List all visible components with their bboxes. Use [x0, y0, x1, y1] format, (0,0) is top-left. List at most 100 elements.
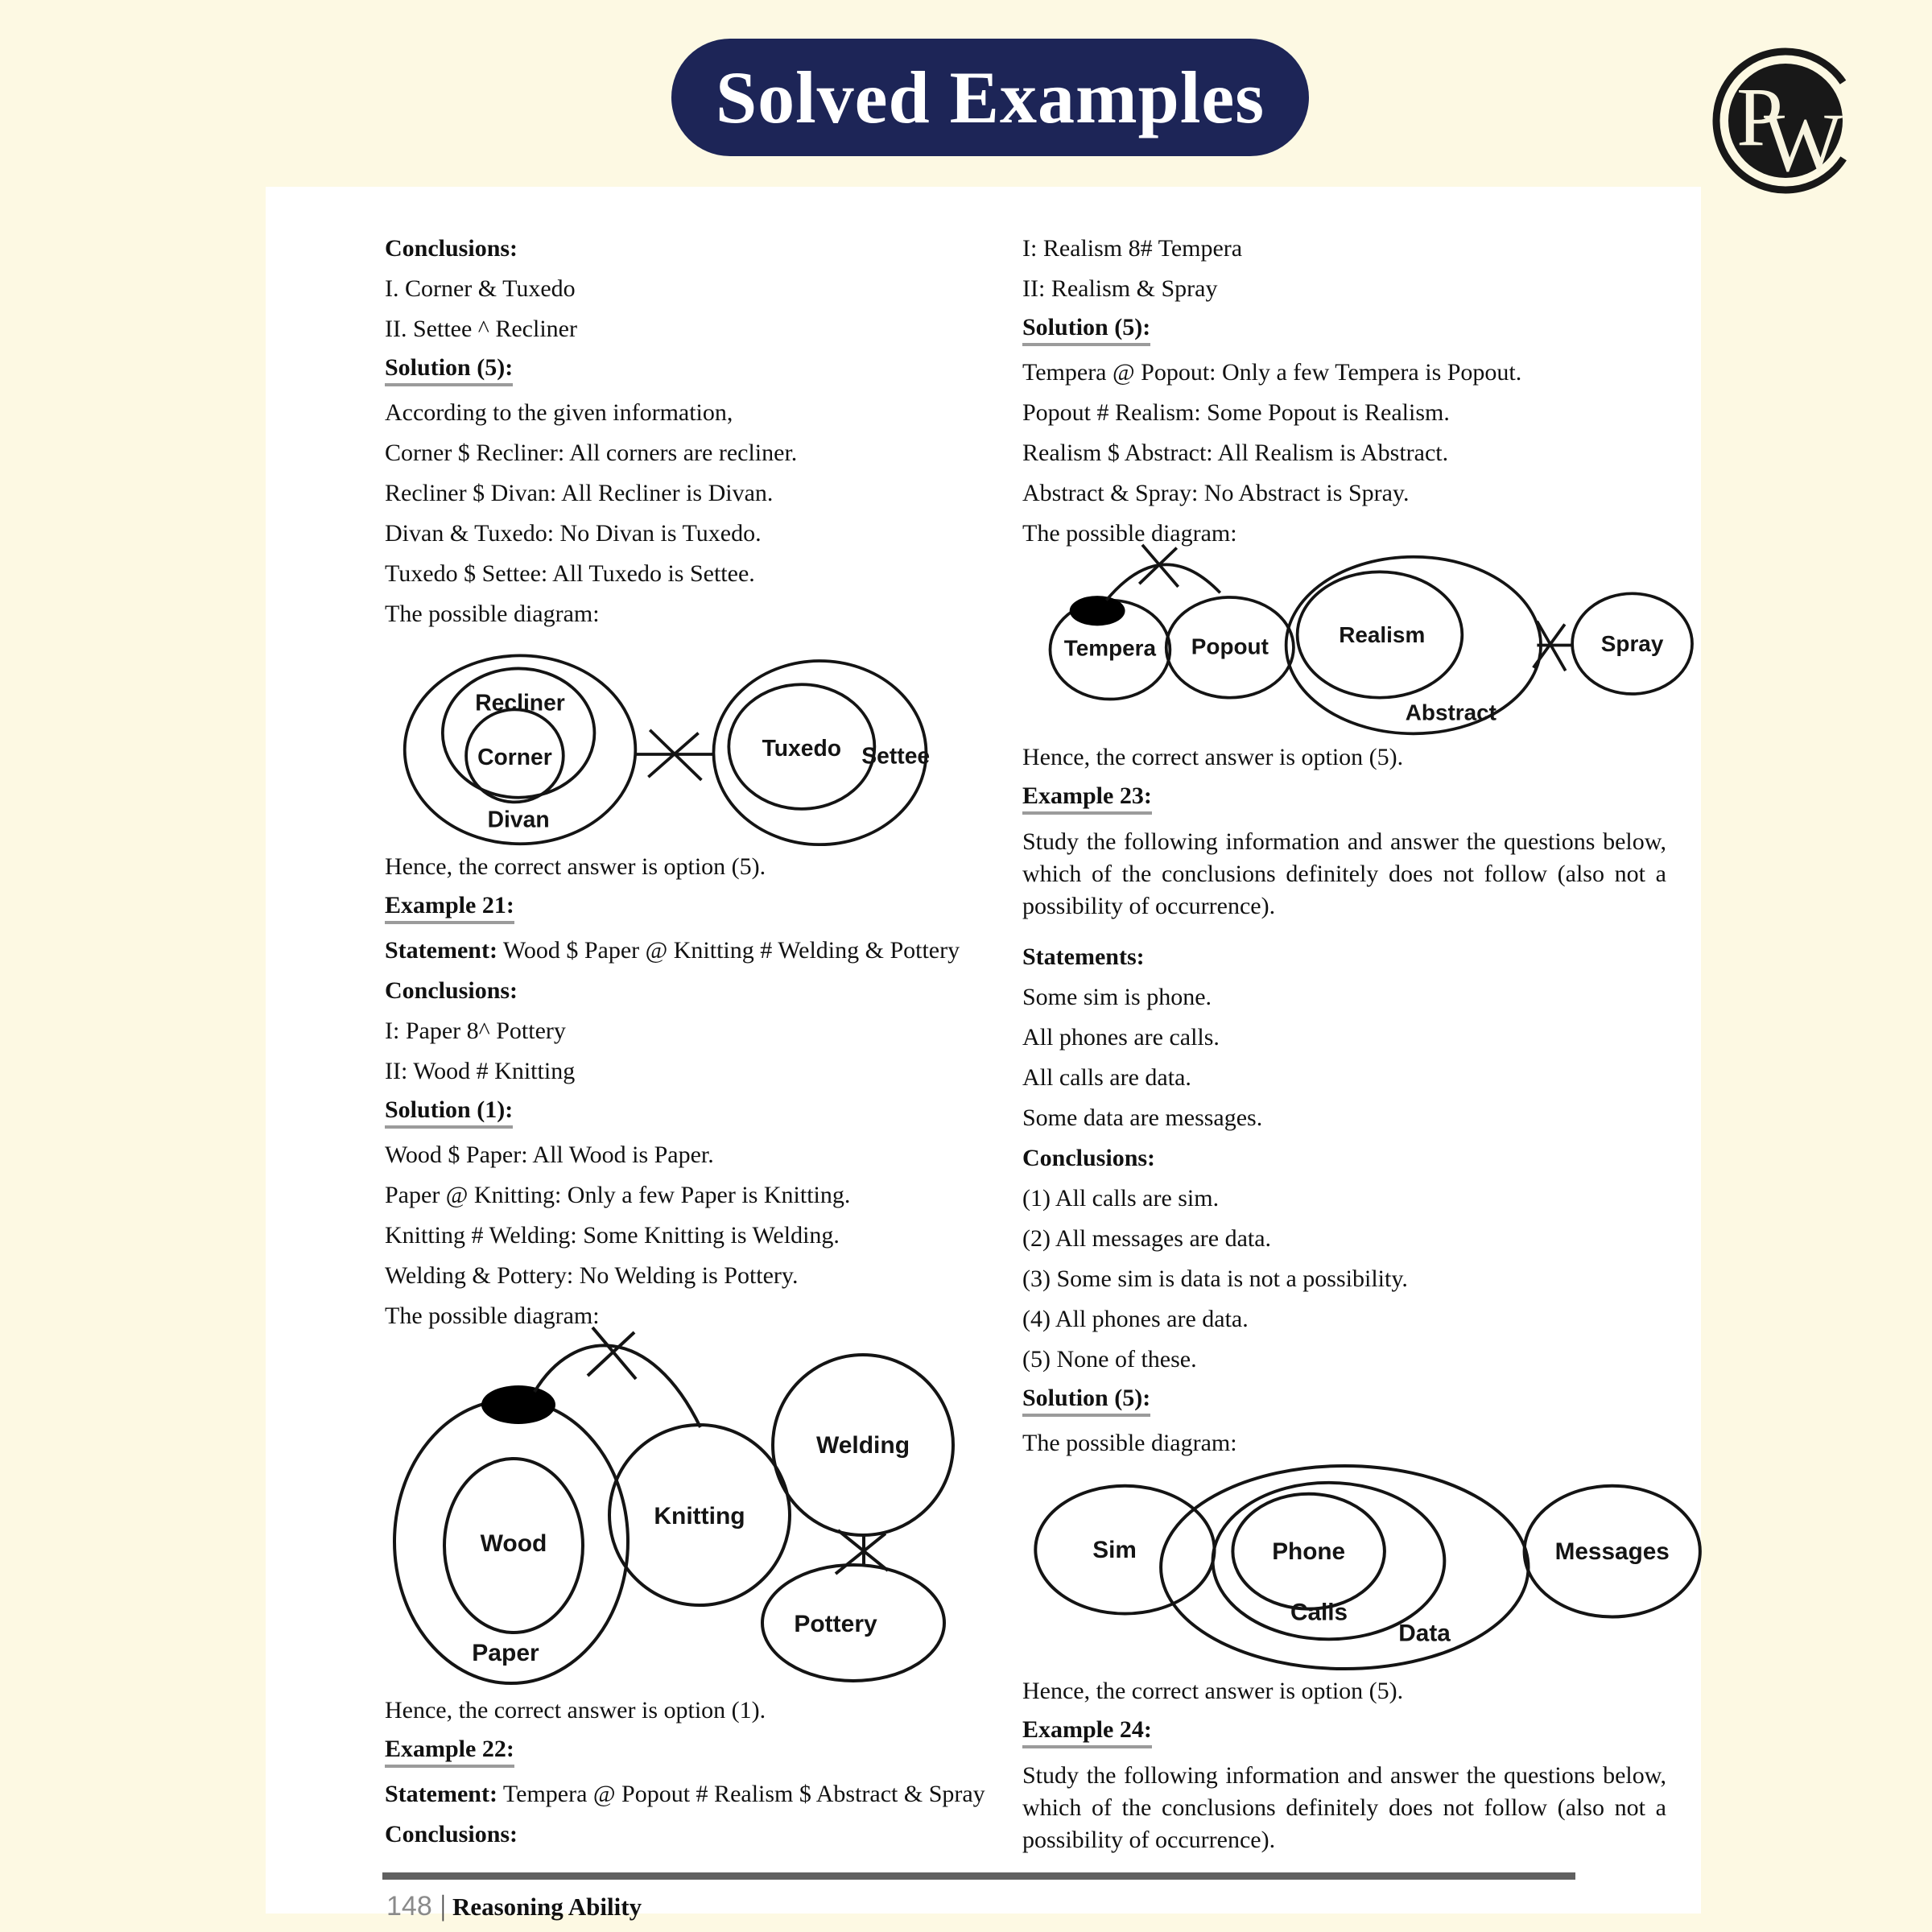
step-line: Realism $ Abstract: All Realism is Abstr…: [1022, 440, 1449, 466]
cross-mark: [1141, 543, 1180, 588]
hence-line: Hence, the correct answer is option (5).: [1022, 744, 1404, 770]
logo-letter-w: W: [1764, 97, 1843, 189]
statement-label: Statement:: [385, 937, 497, 964]
conclusion-line: I: Realism 8# Tempera: [1022, 235, 1243, 262]
diagram1-label-corner: Corner: [477, 744, 552, 770]
diagram1-label-settee: Settee: [861, 742, 930, 768]
example-heading: Example 23:: [1022, 778, 1666, 821]
conclusion-line: I. Corner & Tuxedo: [385, 275, 576, 302]
logo-letter-p: P: [1736, 71, 1783, 163]
conclusion-line: II: Realism & Spray: [1022, 275, 1218, 302]
hence-line: Hence, the correct answer is option (5).: [1022, 1678, 1404, 1704]
step-line: Wood $ Paper: All Wood is Paper.: [385, 1141, 714, 1168]
diagram3-label-abstract: Abstract: [1406, 700, 1496, 725]
diagram3-label-spray: Spray: [1601, 631, 1664, 656]
example-heading: Example 24:: [1022, 1711, 1666, 1755]
statement-label: Statement:: [385, 1781, 497, 1807]
option-line: (2) All messages are data.: [1022, 1225, 1272, 1252]
cross-mark: [834, 1532, 887, 1575]
diagram3-label-realism: Realism: [1339, 622, 1425, 647]
option-line: (5) None of these.: [1022, 1346, 1197, 1373]
step-line: Knitting # Welding: Some Knitting is Wel…: [385, 1222, 840, 1249]
statement-line: All calls are data.: [1022, 1064, 1191, 1091]
venn-diagram-divan-settee: Recliner Corner Divan Tuxedo Settee: [402, 654, 930, 847]
hence-line: Hence, the correct answer is option (5).: [385, 853, 766, 880]
header-banner: Solved Examples: [671, 39, 1309, 156]
statements-heading: Statements:: [1022, 943, 1145, 970]
page-title: Solved Examples: [715, 56, 1265, 138]
cross-mark: [1137, 547, 1179, 585]
example-heading: Example 21:: [385, 887, 982, 931]
statement-line: Some data are messages.: [1022, 1104, 1263, 1131]
conclusion-line: I: Paper 8^ Pottery: [385, 1018, 566, 1044]
option-line: (4) All phones are data.: [1022, 1306, 1249, 1332]
footer-section-title: Reasoning Ability: [452, 1893, 642, 1921]
footer-rule: [382, 1872, 1575, 1880]
diagram1-label-tuxedo: Tuxedo: [762, 735, 841, 761]
diagram3-label-popout: Popout: [1191, 634, 1269, 659]
body-line: The possible diagram:: [1022, 520, 1237, 547]
step-line: Paper @ Knitting: Only a few Paper is Kn…: [385, 1182, 851, 1208]
footer: 148 |Reasoning Ability: [386, 1885, 642, 1926]
step-line: Tempera @ Popout: Only a few Tempera is …: [1022, 359, 1522, 386]
diagram4-label-calls: Calls: [1290, 1599, 1348, 1625]
cross-mark: [586, 1331, 636, 1377]
diagram4-label-phone: Phone: [1272, 1538, 1345, 1565]
diagram2-label-paper: Paper: [472, 1640, 539, 1666]
statement-line: Statement: Wood $ Paper @ Knitting # Wel…: [385, 937, 960, 964]
diagram3-label-tempera: Tempera: [1064, 636, 1157, 661]
cross-mark: [1532, 623, 1567, 669]
diagram2-label-welding: Welding: [816, 1432, 910, 1459]
right-column: I: Realism 8# Tempera II: Realism & Spra…: [1022, 229, 1702, 1871]
study-paragraph: Study the following information and answ…: [1022, 828, 1666, 919]
diagram1-label-divan: Divan: [488, 806, 550, 832]
body-line: The possible diagram:: [385, 1302, 600, 1329]
option-line: (1) All calls are sim.: [1022, 1185, 1220, 1212]
left-column: Conclusions: I. Corner & Tuxedo II. Sett…: [385, 229, 985, 1855]
step-line: Corner $ Recliner: All corners are recli…: [385, 440, 798, 466]
cross-mark: [1535, 620, 1567, 672]
conclusion-line: II: Wood # Knitting: [385, 1058, 576, 1084]
solution-heading: Solution (1):: [385, 1092, 982, 1135]
diagram1-label-recliner: Recliner: [475, 689, 565, 715]
page-number: 148: [386, 1891, 432, 1922]
step-line: Recliner $ Divan: All Recliner is Divan.: [385, 480, 774, 506]
hence-line: Hence, the correct answer is option (1).: [385, 1697, 766, 1724]
statement-line: Some sim is phone.: [1022, 984, 1212, 1010]
body-line: The possible diagram:: [1022, 1430, 1237, 1456]
conclusion-line: II. Settee ^ Recliner: [385, 316, 577, 342]
conclusions-heading: Conclusions:: [1022, 1145, 1156, 1171]
diagram4-label-messages: Messages: [1555, 1538, 1670, 1565]
step-line: Abstract & Spray: No Abstract is Spray.: [1022, 480, 1410, 506]
diagram2-label-knitting: Knitting: [654, 1503, 745, 1530]
footer-divider: |: [440, 1889, 446, 1922]
example-heading: Example 22:: [385, 1731, 982, 1774]
diagram4-label-sim: Sim: [1092, 1537, 1137, 1563]
diagram4-label-data: Data: [1398, 1620, 1451, 1646]
body-line: The possible diagram:: [385, 601, 600, 627]
conclusions-heading: Conclusions:: [385, 977, 518, 1004]
venn-diagram-sim-messages: Sim Phone Calls Data Messages: [1034, 1463, 1702, 1671]
venn-diagram-tempera-spray: Tempera Popout Realism Abstract Spray: [1048, 543, 1694, 736]
statement-line: Statement: Tempera @ Popout # Realism $ …: [385, 1781, 985, 1807]
conclusions-heading: Conclusions:: [385, 1821, 518, 1847]
option-line: (3) Some sim is data is not a possibilit…: [1022, 1265, 1408, 1292]
study-paragraph: Study the following information and answ…: [1022, 1762, 1666, 1853]
content-card: Conclusions: I. Corner & Tuxedo II. Sett…: [266, 187, 1702, 1922]
solution-heading: Solution (5):: [385, 349, 982, 393]
body-line: According to the given information,: [385, 399, 733, 426]
diagram2-label-wood: Wood: [481, 1530, 547, 1557]
diagram2-label-pottery: Pottery: [794, 1611, 877, 1637]
solution-heading: Solution (5):: [1022, 1380, 1666, 1423]
step-line: Popout # Realism: Some Popout is Realism…: [1022, 399, 1450, 426]
statement-line: All phones are calls.: [1022, 1024, 1220, 1051]
conclusions-label: Conclusions:: [385, 235, 518, 262]
cross-mark: [647, 732, 700, 778]
pw-logo: P W: [1712, 47, 1859, 194]
venn-diagram-paper-pottery: Wood Paper Knitting Welding Pottery: [393, 1326, 955, 1685]
step-line: Divan & Tuxedo: No Divan is Tuxedo.: [385, 520, 762, 547]
solution-heading: Solution (5):: [1022, 309, 1666, 353]
step-line: Welding & Pottery: No Welding is Pottery…: [385, 1262, 799, 1289]
step-line: Tuxedo $ Settee: All Tuxedo is Settee.: [385, 560, 755, 587]
